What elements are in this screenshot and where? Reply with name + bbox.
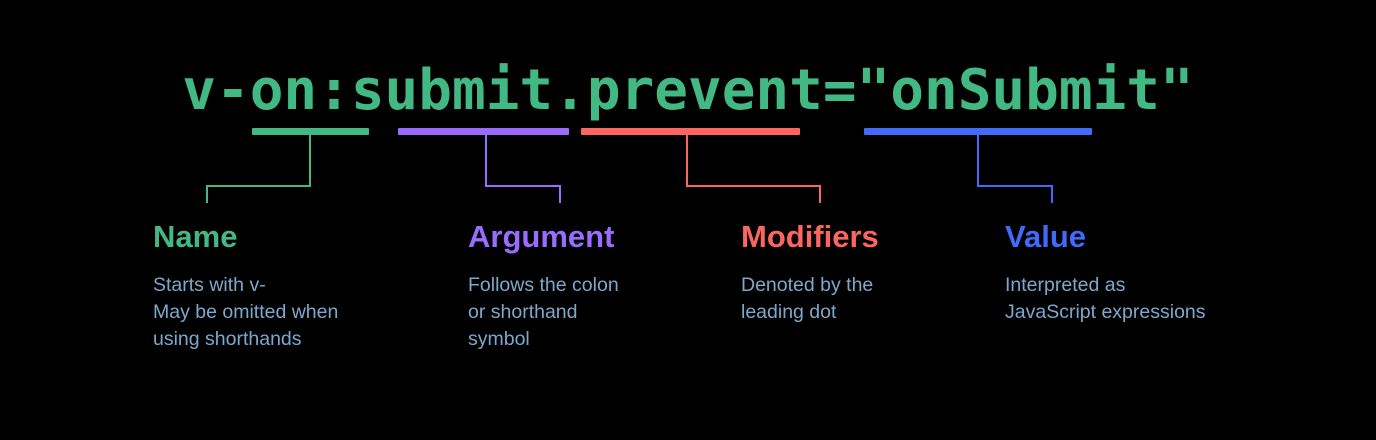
- legend-description-value: Interpreted as JavaScript expressions: [1005, 274, 1206, 323]
- legend-description-name: Starts with v- May be omitted when using…: [153, 274, 339, 350]
- connector-argument: [485, 132, 561, 203]
- legend-title-modifiers: Modifiers: [741, 219, 879, 254]
- legend-description-argument: Follows the colon or shorthand symbol: [468, 274, 619, 350]
- legend-title-name: Name: [153, 219, 238, 254]
- code-expression: v-on:submit.prevent="onSubmit": [182, 58, 1194, 123]
- legend-title-value: Value: [1005, 219, 1086, 254]
- underline-bar-name: [252, 128, 369, 135]
- connector-modifiers: [686, 132, 821, 203]
- connector-name: [206, 132, 311, 203]
- connector-value: [977, 132, 1053, 203]
- underline-bar-argument: [398, 128, 569, 135]
- legend-description-modifiers: Denoted by the leading dot: [741, 274, 874, 323]
- underline-bar-modifiers: [581, 128, 800, 135]
- legend-title-argument: Argument: [468, 219, 615, 254]
- underline-bar-value: [864, 128, 1092, 135]
